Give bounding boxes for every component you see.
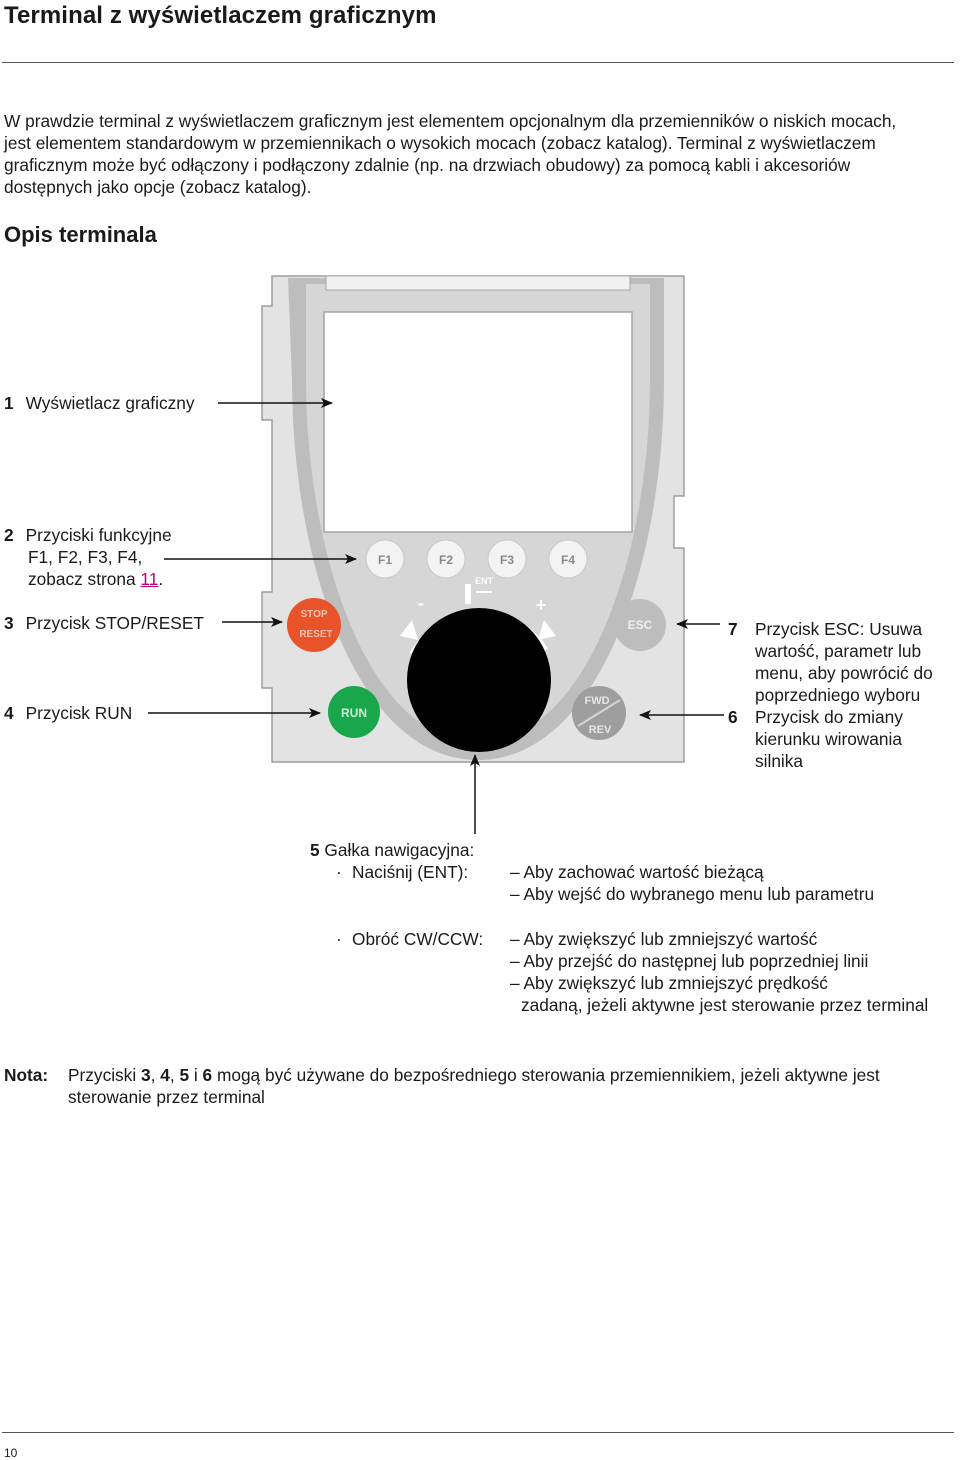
f1-label: F1 <box>378 553 392 567</box>
press-list: – Aby zachować wartość bieżącą – Aby wej… <box>510 862 875 904</box>
esc-key <box>614 599 666 651</box>
turn-list: – Aby zwiększyć lub zmniejszyć wartość –… <box>510 929 929 1015</box>
svg-text:RESET: RESET <box>299 629 332 640</box>
svg-text:ESC: ESC <box>628 618 653 632</box>
f3-key <box>487 539 527 579</box>
callout-7-num: 7 <box>728 619 738 639</box>
callout-2-line3: zobacz strona 11. <box>28 569 164 589</box>
navigation-knob <box>407 608 551 752</box>
f4-label: F4 <box>561 553 575 567</box>
f1-key <box>365 539 405 579</box>
callout-7: Przycisk ESC: Usuwa wartość, parametr lu… <box>755 619 933 705</box>
f2-key <box>426 539 466 579</box>
turn-label: Obróć CW/CCW: <box>352 929 484 949</box>
svg-text:ENT: ENT <box>475 576 494 586</box>
turn-bullet: · <box>336 929 342 949</box>
header-divider <box>2 62 954 63</box>
note-label: Nota: <box>4 1065 49 1085</box>
section-heading: Opis terminala <box>4 222 157 247</box>
graphic-display <box>323 311 633 533</box>
function-keys: F1 F2 F3 F4 <box>365 539 588 579</box>
svg-text:FWD: FWD <box>584 695 609 707</box>
callout-6: Przycisk do zmiany kierunku wirowania si… <box>755 707 903 771</box>
callout-2-line2: F1, F2, F3, F4, <box>28 547 143 567</box>
svg-text:-: - <box>418 593 424 613</box>
stop-reset-key <box>287 598 341 652</box>
press-label: Naciśnij (ENT): <box>352 862 469 882</box>
f3-label: F3 <box>500 553 514 567</box>
callout-6-num: 6 <box>728 707 738 727</box>
svg-text:+: + <box>536 595 547 615</box>
f4-key <box>548 539 588 579</box>
footer-divider <box>2 1432 954 1433</box>
page-link[interactable]: 11 <box>140 569 159 589</box>
f2-label: F2 <box>439 553 453 567</box>
knob-heading: 5 Gałka nawigacyjna: <box>310 840 475 860</box>
page-number: 10 <box>4 1446 18 1460</box>
intro-paragraph: W prawdzie terminal z wyświetlaczem graf… <box>4 111 897 197</box>
run-key <box>328 686 380 738</box>
press-bullet: · <box>336 862 342 882</box>
svg-text:RUN: RUN <box>341 706 367 720</box>
note-text: Przyciski 3, 4, 5 i 6 mogą być używane d… <box>68 1065 880 1107</box>
svg-text:STOP: STOP <box>300 609 327 620</box>
page-title: Terminal z wyświetlaczem graficznym <box>4 2 437 29</box>
svg-text:REV: REV <box>589 724 612 736</box>
